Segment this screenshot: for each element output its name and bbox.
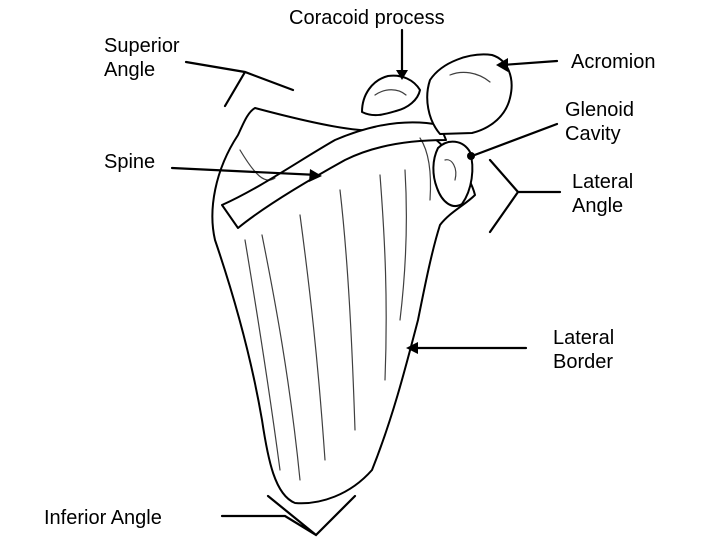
label-spine: Spine [104,151,156,173]
label-lateral-border-line1: Lateral [553,327,615,349]
label-superior-angle-line1: Superior [104,35,180,57]
glenoid-leader [470,122,559,158]
label-glenoid-cavity-line1: Glenoid [565,99,634,121]
scapular-spine [221,121,447,229]
label-lateral-border: Lateral Border [553,326,614,374]
bone-contour-lines [239,71,491,481]
label-lateral-border-line2: Border [553,351,614,373]
superior-angle-leader [184,60,295,108]
label-superior-angle-line2: Angle [104,59,156,81]
glenoid-arrow-dot [467,152,475,160]
inferior-angle-bracket [220,494,357,537]
label-lateral-angle-line2: Angle [572,195,624,217]
label-lateral-angle: Lateral Angle [572,170,633,218]
spine-leader [170,166,320,177]
label-lateral-angle-line1: Lateral [572,171,634,193]
label-acromion: Acromion [571,51,656,73]
label-glenoid-cavity: Glenoid Cavity [565,98,634,146]
leader-lines [170,28,562,537]
label-superior-angle: Superior Angle [104,34,180,82]
arrowheads [309,58,508,354]
coracoid-arrowhead [396,70,408,80]
spine-arrowhead [309,169,322,182]
lateral-angle-bracket [488,158,562,234]
label-coracoid-process: Coracoid process [289,7,445,29]
label-glenoid-cavity-line2: Cavity [565,123,621,145]
acromion-arrowhead [496,58,508,72]
coracoid-process-shape [361,74,421,117]
lateral-border-arrowhead [406,342,418,354]
label-inferior-angle: Inferior Angle [44,507,162,529]
acromion-process [426,53,513,135]
glenoid-cavity-shape [432,140,474,207]
acromion-leader [500,59,559,67]
